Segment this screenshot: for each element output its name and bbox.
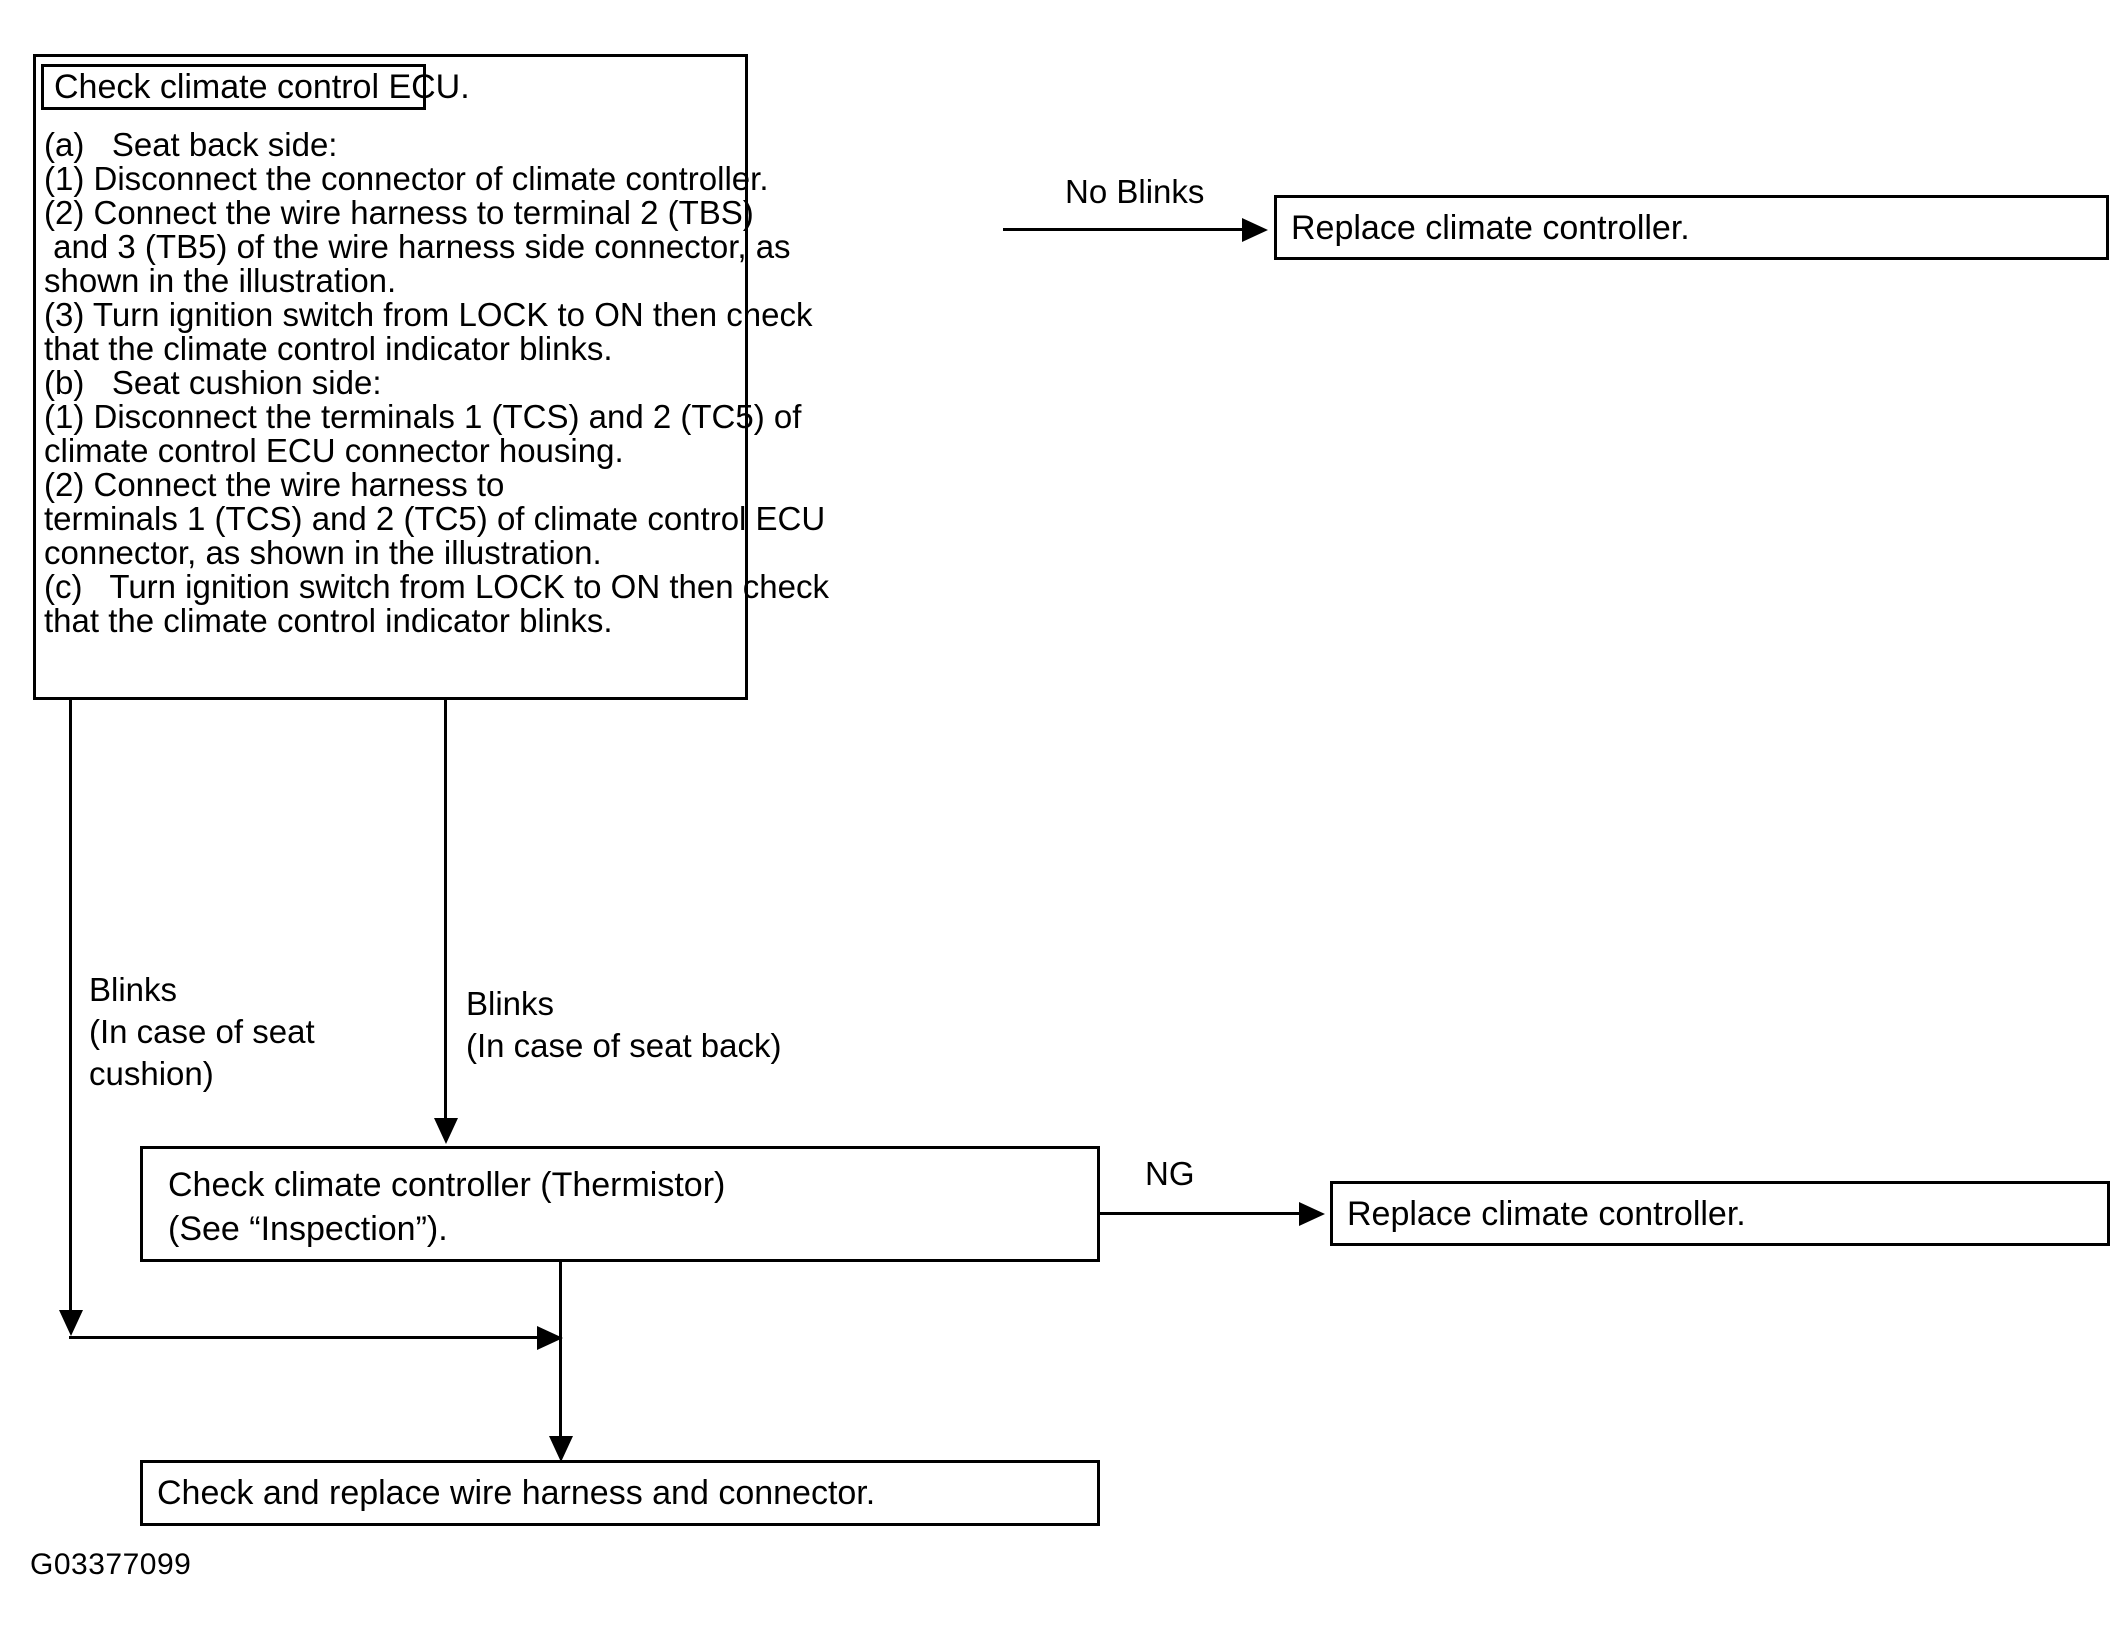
edge-label-no-blinks: No Blinks [1065,173,1205,210]
edge-line-blinks-cushion-vertical [69,700,72,1317]
procedure-line-a1: (1) Disconnect the connector of climate … [44,160,769,197]
procedure-line-a-seat-back: (a) Seat back side: [44,126,338,163]
edge-arrowhead-blinks-cushion [59,1310,83,1336]
procedure-line-b-seat-cushion: (b) Seat cushion side: [44,364,382,401]
edge-label-blinks-cushion-line2: (In case of seat [89,1013,315,1050]
edge-arrowhead-ng [1299,1202,1325,1226]
node-thermistor-label-line2: (See “Inspection”). [168,1210,448,1248]
procedure-line-c-cont: that the climate control indicator blink… [44,602,613,639]
node-replace-climate-controller-top: Replace climate controller. [1274,195,2109,260]
node-title-box-check-climate-control-ecu: Check climate control ECU. [41,64,470,110]
edge-line-no-blinks [1003,228,1246,231]
edge-label-ng: NG [1145,1155,1195,1192]
procedure-line-a2-cont2: shown in the illustration. [44,262,397,299]
procedure-line-a2-cont: and 3 (TB5) of the wire harness side con… [44,228,791,265]
node-check-replace-wire-harness-label: Check and replace wire harness and conne… [157,1474,876,1512]
edge-line-thermistor-down [559,1262,562,1443]
procedure-line-c: (c) Turn ignition switch from LOCK to ON… [44,568,829,605]
procedure-line-b2-cont2: connector, as shown in the illustration. [44,534,602,571]
procedure-line-a2: (2) Connect the wire harness to terminal… [44,194,754,231]
edge-arrowhead-wire-harness [549,1436,573,1462]
node-thermistor-label-line1: Check climate controller (Thermistor) [168,1166,726,1204]
edge-arrowhead-no-blinks [1242,218,1268,242]
node-replace-climate-controller-top-label: Replace climate controller. [1291,208,1690,247]
node-replace-climate-controller-bottom: Replace climate controller. [1330,1181,2110,1246]
edge-line-ng [1100,1212,1303,1215]
edge-arrowhead-merge [537,1326,563,1350]
node-check-climate-control-ecu [33,54,748,700]
procedure-line-a3: (3) Turn ignition switch from LOCK to ON… [44,296,813,333]
procedure-line-b2-cont: terminals 1 (TCS) and 2 (TC5) of climate… [44,500,826,537]
node-title-label: Check climate control ECU. [54,68,470,106]
figure-id-code: G03377099 [30,1548,192,1581]
procedure-line-b2: (2) Connect the wire harness to [44,466,505,503]
node-check-climate-controller-thermistor [140,1146,1100,1262]
edge-label-blinks-seatback-line2: (In case of seat back) [466,1027,782,1064]
edge-line-merge-horizontal [69,1336,541,1339]
procedure-line-a3-cont: that the climate control indicator blink… [44,330,613,367]
edge-label-blinks-seatback-line1: Blinks [466,985,555,1022]
procedure-line-b1-cont: climate control ECU connector housing. [44,432,624,469]
node-check-replace-wire-harness: Check and replace wire harness and conne… [140,1460,1100,1526]
edge-label-blinks-cushion-line3: cushion) [89,1055,214,1092]
edge-label-blinks-cushion-line1: Blinks [89,971,178,1008]
edge-arrowhead-blinks-seatback [434,1118,458,1144]
node-replace-climate-controller-bottom-label: Replace climate controller. [1347,1194,1746,1233]
procedure-line-b1: (1) Disconnect the terminals 1 (TCS) and… [44,398,802,435]
edge-line-blinks-seatback-vertical [444,700,447,1124]
